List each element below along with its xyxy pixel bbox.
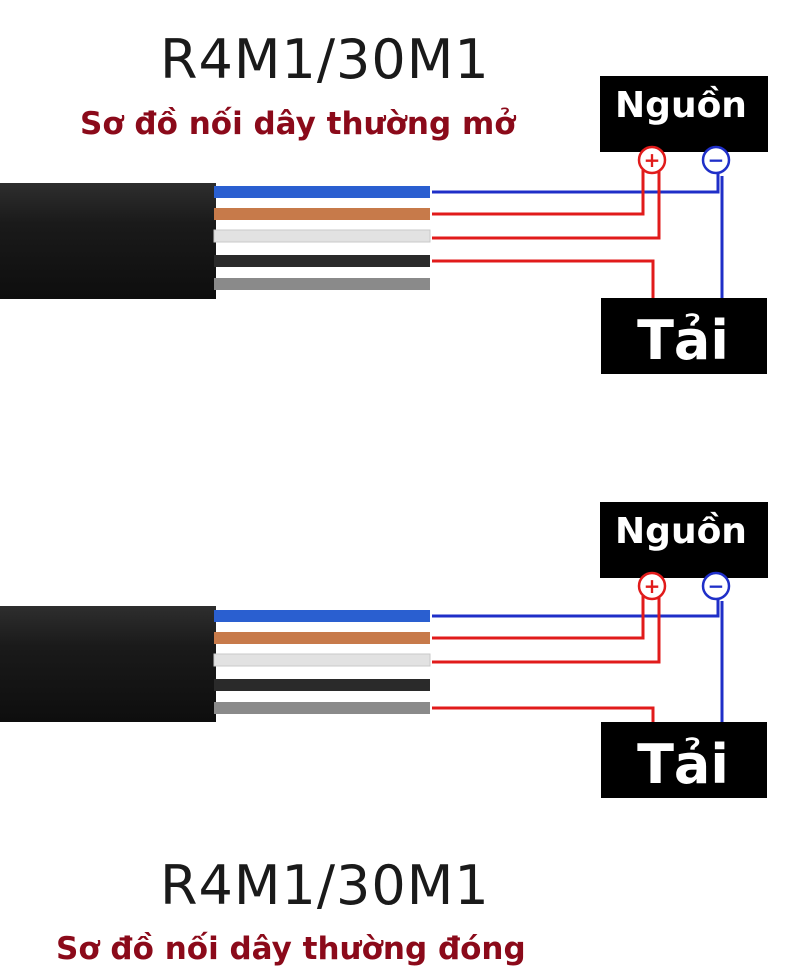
negative-symbol: − <box>708 574 725 598</box>
wire-black <box>214 255 430 267</box>
load-box <box>601 298 767 374</box>
power-source-label: Nguồn <box>615 85 747 126</box>
wire-brown <box>214 208 430 220</box>
wire-white <box>213 229 431 243</box>
line-white-to-positive <box>432 170 661 240</box>
wire-blue <box>214 186 430 198</box>
line-blue-to-negative <box>432 598 720 618</box>
wiring-normally-closed: Nguồn + − Tải <box>0 502 768 798</box>
model-title: R4M1/30M1 <box>160 28 490 91</box>
positive-terminal-icon <box>637 145 667 175</box>
wire-gray <box>214 278 430 290</box>
line-gray-to-load <box>432 706 655 722</box>
wire-blue <box>214 610 430 622</box>
positive-terminal-icon <box>637 571 667 601</box>
line-white-to-positive <box>432 596 661 664</box>
load-box <box>601 722 767 798</box>
wire-brown <box>214 632 430 644</box>
line-black-to-load <box>432 259 655 298</box>
sensor-cable <box>0 606 216 722</box>
diagram-normally-open: R4M1/30M1 Sơ đồ nối dây thường mở <box>0 0 800 411</box>
negative-terminal-icon <box>701 571 731 601</box>
negative-symbol: − <box>708 148 725 172</box>
negative-terminal-icon <box>701 145 731 175</box>
load-label: Tải <box>637 733 729 796</box>
line-brown-to-positive <box>432 170 645 216</box>
power-source-box <box>600 76 768 152</box>
line-brown-to-positive <box>432 596 645 640</box>
power-source-label: Nguồn <box>615 511 747 552</box>
positive-symbol: + <box>644 148 661 172</box>
model-title: R4M1/30M1 <box>160 854 490 917</box>
wiring-diagrams: Nguồn + − Tải Nguồn + − Tải <box>0 76 768 798</box>
power-source-box <box>600 502 768 578</box>
wiring-normally-open: Nguồn + − Tải <box>0 76 768 374</box>
wire-white <box>213 653 431 667</box>
sensor-cable <box>0 183 216 299</box>
wire-gray <box>214 702 430 714</box>
diagram-subtitle: Sơ đồ nối dây thường mở <box>80 106 516 142</box>
wire-black <box>214 679 430 691</box>
load-label: Tải <box>637 309 729 372</box>
diagram-subtitle: Sơ đồ nối dây thường đóng <box>56 931 526 967</box>
positive-symbol: + <box>644 574 661 598</box>
line-blue-to-negative <box>432 171 720 194</box>
